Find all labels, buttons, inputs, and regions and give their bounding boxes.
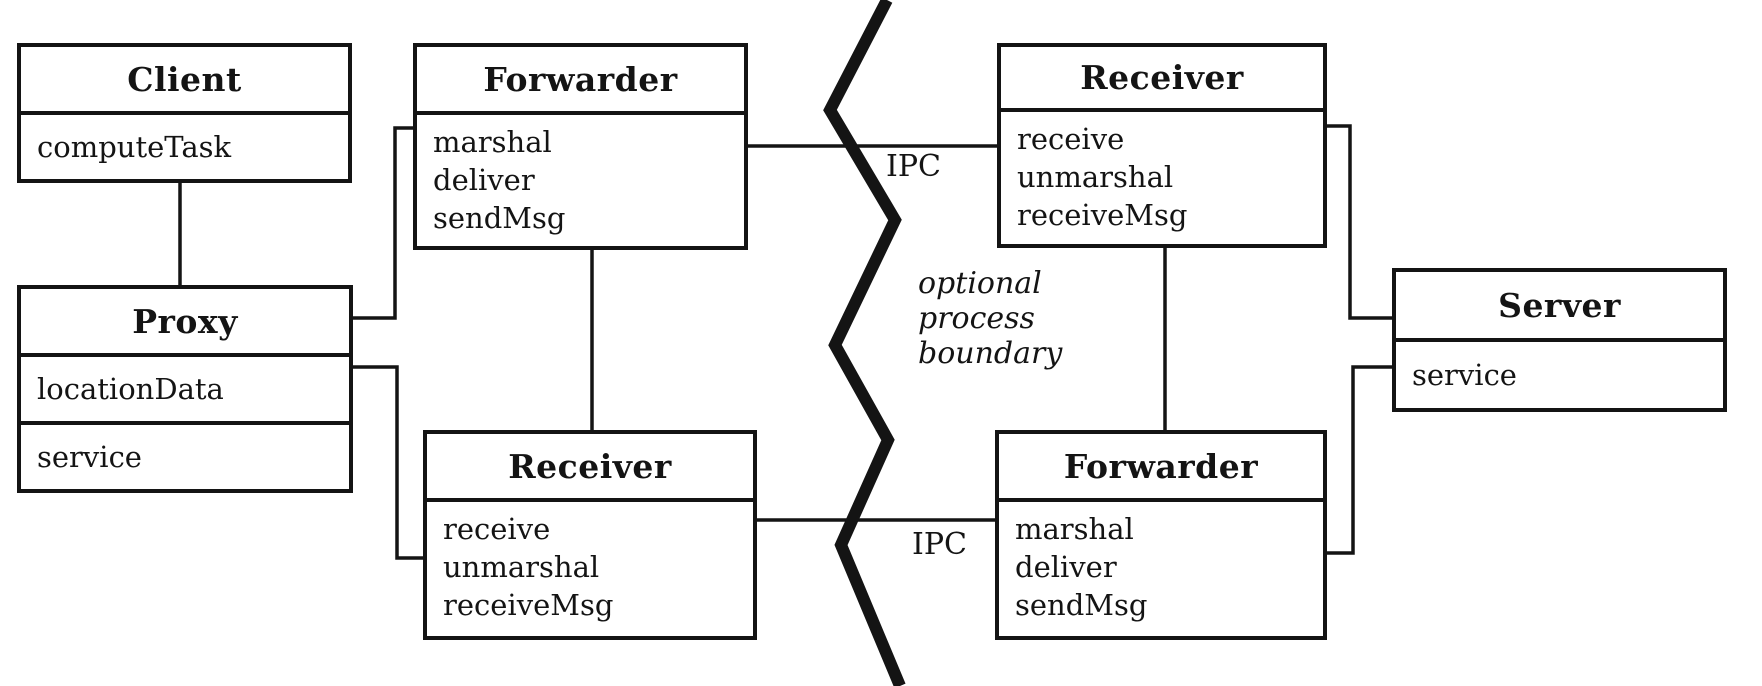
- forwarder-right-class-title: Forwarder: [999, 434, 1323, 502]
- operation-label: computeTask: [37, 130, 232, 164]
- server-operations-compartment: service: [1396, 342, 1723, 408]
- client-operations-compartment: computeTask: [21, 115, 348, 179]
- receiver-left-class-box: Receiver receive unmarshal receiveMsg: [423, 430, 757, 640]
- receiver-right-class-title: Receiver: [1001, 47, 1323, 112]
- operation-label: receiveMsg: [1017, 198, 1188, 232]
- operation-label: receive: [443, 512, 551, 546]
- forwarder-right-operations-compartment: marshal deliver sendMsg: [999, 502, 1323, 636]
- forwarder-left-class-title: Forwarder: [417, 47, 744, 115]
- forwarder-left-operations-compartment: marshal deliver sendMsg: [417, 115, 744, 246]
- receiver-left-operations-compartment: receive unmarshal receiveMsg: [427, 502, 753, 636]
- operation-label: sendMsg: [433, 201, 566, 235]
- proxy-receiver-connector: [351, 365, 425, 560]
- process-boundary-note-line: optional: [918, 266, 1042, 301]
- proxy-operations-compartment: service: [21, 421, 349, 489]
- operation-label: service: [1412, 358, 1517, 392]
- client-class-box: Client computeTask: [17, 43, 352, 183]
- attribute-label: locationData: [37, 372, 224, 406]
- ipc-label-top: IPC: [886, 149, 941, 184]
- ipc-label-bottom: IPC: [912, 527, 967, 562]
- operation-label: marshal: [433, 125, 552, 159]
- operation-label: receive: [1017, 122, 1125, 156]
- operation-label: deliver: [1015, 550, 1117, 584]
- process-boundary-note: optional process boundary: [918, 266, 1062, 371]
- operation-label: deliver: [433, 163, 535, 197]
- receiver-server-connector: [1326, 124, 1394, 320]
- operation-label: marshal: [1015, 512, 1134, 546]
- client-class-title: Client: [21, 47, 348, 115]
- receiver-left-class-title: Receiver: [427, 434, 753, 502]
- process-boundary-zigzag: [823, 0, 906, 686]
- operation-label: service: [37, 440, 142, 474]
- receiver-right-operations-compartment: receive unmarshal receiveMsg: [1001, 112, 1323, 244]
- forwarder-left-class-box: Forwarder marshal deliver sendMsg: [413, 43, 748, 250]
- proxy-class-box: Proxy locationData service: [17, 285, 353, 493]
- receiver-right-class-box: Receiver receive unmarshal receiveMsg: [997, 43, 1327, 248]
- forwarder-right-class-box: Forwarder marshal deliver sendMsg: [995, 430, 1327, 640]
- process-boundary-note-line: process: [918, 301, 1035, 336]
- operation-label: unmarshal: [1017, 160, 1174, 194]
- forwarder-server-connector: [1326, 365, 1394, 555]
- proxy-forwarder-connector: [351, 126, 415, 320]
- operation-label: receiveMsg: [443, 588, 614, 622]
- server-class-title: Server: [1396, 272, 1723, 342]
- proxy-attributes-compartment: locationData: [21, 357, 349, 421]
- process-boundary-note-line: boundary: [918, 336, 1063, 371]
- server-class-box: Server service: [1392, 268, 1727, 412]
- proxy-class-title: Proxy: [21, 289, 349, 357]
- operation-label: sendMsg: [1015, 588, 1148, 622]
- operation-label: unmarshal: [443, 550, 600, 584]
